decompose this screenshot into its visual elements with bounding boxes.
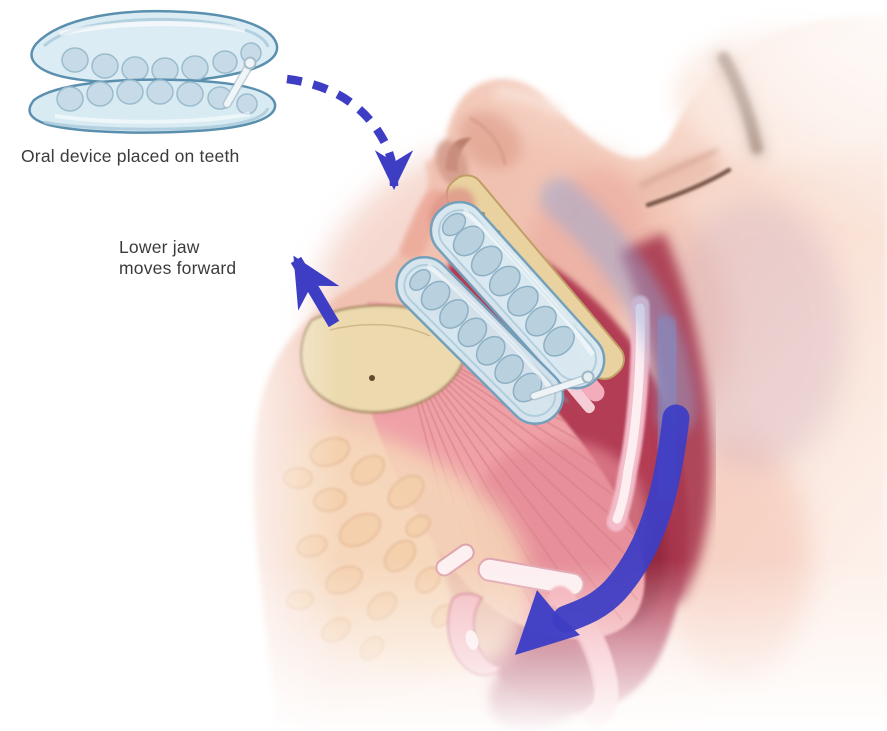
tooth-impression [86, 81, 114, 107]
device-connector [222, 56, 257, 109]
nose-wing-crease [469, 116, 507, 166]
tooth-impression [236, 93, 258, 115]
caption-oral-device: Oral device placed on teeth [21, 146, 240, 166]
device-lower-gloss [54, 112, 251, 124]
caption-lower-jaw-line2: moves forward [119, 258, 237, 278]
soft-palate-core [612, 303, 645, 524]
tooth-impression [212, 50, 238, 74]
lower-jaw-arrow [290, 255, 340, 328]
lower-tray-gloss [426, 263, 557, 395]
tooth-impression [61, 47, 89, 73]
lower-tray [395, 256, 565, 425]
jaw-mauve-shading [663, 200, 847, 470]
nose [435, 87, 565, 187]
tooth-impression [409, 269, 431, 291]
airflow-arrowhead-icon [515, 590, 580, 655]
lower-tray-teeth [409, 269, 543, 403]
left-fade [228, 270, 340, 731]
device-placement-dashed-arrow [286, 74, 414, 191]
oral-device-illustration [28, 9, 279, 134]
nose-bridge-highlight [494, 87, 565, 118]
device-upper-tray [30, 9, 279, 85]
tooth-impression [506, 285, 539, 317]
airflow-arrow-shaft [552, 404, 690, 633]
mental-foramen [369, 375, 375, 381]
tooth-impression [91, 53, 119, 79]
tooth-impression [146, 79, 174, 105]
device-upper-gloss [59, 21, 246, 37]
connector-eyelet [581, 370, 595, 384]
device-connector-rod [529, 370, 595, 401]
oral-device-in-mouth [395, 200, 606, 425]
under-nose-shadow [435, 139, 469, 187]
tooth-impression [439, 299, 469, 329]
tooth-impression [176, 81, 204, 107]
device-lower-tray-rim [43, 107, 270, 131]
bottom-fade [0, 560, 887, 731]
tooth-impression [116, 79, 144, 105]
caption-lower-jaw: Lower jaw moves forward [119, 237, 236, 279]
soft-palate-uvula [606, 295, 650, 532]
top-right-fade [640, 0, 887, 230]
upper-tray-gloss [462, 208, 596, 357]
tooth-impression [494, 354, 525, 385]
tooth-impression [470, 245, 503, 277]
tooth-impression [488, 265, 521, 297]
device-upper-teeth [61, 42, 262, 83]
upper-tray [429, 200, 606, 390]
tooth-impression [525, 305, 557, 337]
airflow-arrow [515, 404, 690, 655]
nose-wing-shadow [458, 111, 522, 169]
caption-lower-jaw-line1: Lower jaw [119, 237, 200, 257]
connector-eyelet [243, 56, 257, 70]
tooth-impression [56, 86, 84, 112]
tooth-impression [475, 335, 506, 366]
tooth-impression [121, 56, 149, 82]
tooth-impression [457, 317, 488, 348]
tooth-impression [420, 280, 451, 311]
tooth-impression [181, 55, 209, 81]
